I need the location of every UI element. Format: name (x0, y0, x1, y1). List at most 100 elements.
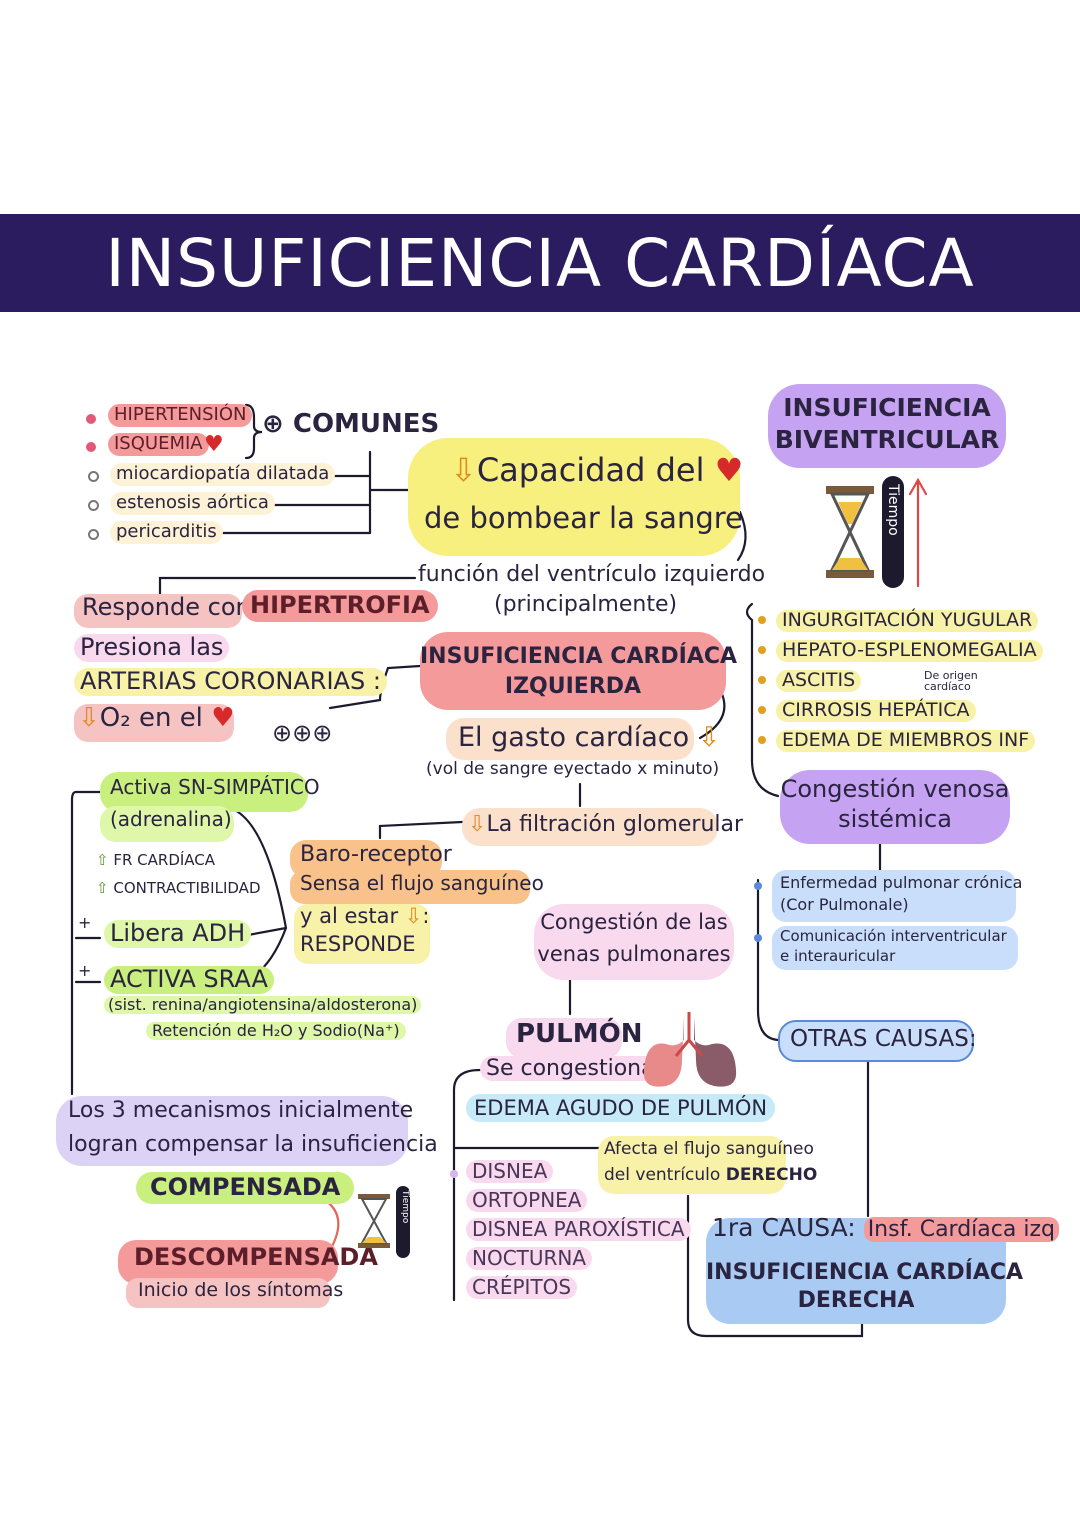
down-arrow-icon: ⇩ (450, 451, 477, 489)
comunicacion-line2: e interauricular (780, 947, 896, 965)
mechanisms-box (56, 1096, 408, 1166)
enfermedad-box (772, 870, 1016, 922)
bullet-circle (88, 529, 99, 540)
congestion-line2: venas pulmonares (537, 942, 731, 966)
plus-mark: + (78, 961, 92, 980)
simpatico-line2: (adrenalina) (110, 807, 232, 831)
contract-text: CONTRACTIBILIDAD (113, 879, 261, 897)
sign-edema: EDEMA DE MIEMBROS INF (776, 729, 1036, 752)
o2-label: ⇩O₂ en el ♥ (78, 703, 235, 734)
bullet-circle (88, 500, 99, 511)
common-brace (244, 403, 263, 460)
up-arrow-icon: ⇧ (96, 851, 109, 869)
origen-line1: De origen (924, 669, 978, 682)
hourglass-icon (358, 1194, 390, 1248)
gasto-label: El gasto cardíaco ⇩ (458, 722, 720, 753)
capacity-line2: de bombear la sangre (424, 501, 743, 535)
retencion: Retención de H₂O y Sodio(Na⁺) (146, 1021, 406, 1041)
congestion-box (534, 904, 734, 980)
bullet-dot (86, 442, 96, 452)
function-line2: (principalmente) (494, 592, 678, 617)
title-banner (0, 214, 1080, 312)
sign-cirrosis: CIRROSIS HEPÁTICA (776, 699, 976, 722)
derecha-line1: INSUFICIENCIA CARDÍACA (706, 1260, 1024, 1285)
biventricular-line2: BIVENTRICULAR (774, 425, 1000, 454)
capacity-text: Capacidad del (476, 451, 705, 489)
triple-plus: ⊕⊕⊕ (272, 719, 333, 747)
responde-label: Responde con: (82, 593, 259, 621)
up-arrow-icon: ⇧ (96, 879, 109, 897)
otras-causas-label: OTRAS CAUSAS: (790, 1026, 977, 1052)
baro-line2: Sensa el flujo sanguíneo (300, 871, 544, 895)
hipertrofia-label: HIPERTROFIA (242, 590, 438, 622)
tiempo-up-arrow (908, 477, 928, 588)
afecta-line2: del ventrículo DERECHO (604, 1165, 817, 1186)
libera-adh: Libera ADH (104, 919, 252, 948)
bullet-circle (88, 471, 99, 482)
contractibilidad: ⇧ CONTRACTIBILIDAD (96, 879, 261, 897)
heart-icon: ♥ (204, 432, 224, 457)
se-congestiona: Se congestiona (480, 1056, 661, 1082)
cause-pericarditis: pericarditis (110, 521, 223, 544)
sign-ascitis: ASCITIS (776, 669, 862, 692)
activa-sraa: ACTIVA SRAA (104, 965, 274, 994)
tiempo-label: Tiempo (400, 1190, 410, 1224)
gasto-box (446, 718, 694, 760)
o2-text: O₂ en el (99, 703, 203, 733)
otras-causas-box (778, 1020, 974, 1062)
afecta-to-derecha (686, 1194, 864, 1338)
function-line1: función del ventrículo izquierdo (418, 562, 766, 587)
biventricular-box (768, 384, 1006, 468)
symptom-nocturna: NOCTURNA (466, 1247, 593, 1270)
baro-line3-text: y al estar (300, 904, 399, 928)
izq-box (420, 632, 726, 710)
venosa-line2: sistémica (838, 805, 952, 833)
baro-response-box (294, 904, 430, 964)
causa-label: 1ra CAUSA: Insf. Cardíaca izq (712, 1213, 1059, 1243)
filtracion-text: La filtración glomerular (486, 812, 744, 837)
hourglass-icon (826, 486, 874, 578)
venosa-box (780, 770, 1010, 844)
symptom-disnea-paroxistica: DISNEA PAROXÍSTICA (466, 1218, 691, 1241)
izq-to-gasto (698, 692, 726, 740)
filtracion-box (462, 808, 718, 846)
pulmon-box (506, 1018, 622, 1058)
izq-line1: INSUFICIENCIA CARDÍACA (420, 644, 738, 669)
function-to-hipertrofia (158, 576, 417, 602)
tiempo-bar (396, 1186, 410, 1258)
filtracion-label: ⇩La filtración glomerular (468, 812, 743, 837)
cause-miocardiopatia: miocardiopatía dilatada (110, 463, 336, 486)
edema-agudo: EDEMA AGUDO DE PULMÓN (466, 1094, 776, 1123)
plus-mark: + (78, 913, 92, 932)
sign-dot (758, 646, 766, 654)
baro-line1: Baro-receptor (300, 842, 452, 867)
enfermedad-line2: (Cor Pulmonale) (780, 895, 909, 914)
baro-box2 (290, 870, 530, 904)
down-arrow-icon: ⇩ (78, 703, 100, 733)
fr-text: FR CARDÍACA (113, 851, 216, 869)
afecta-line2-text: del ventrículo (604, 1165, 721, 1185)
gasto-sub: (vol de sangre eyectado x minuto) (426, 759, 720, 779)
capacity-box (408, 438, 740, 556)
signs-connector (745, 602, 780, 798)
mechanisms-bracket (70, 790, 102, 1096)
descompensada-label: DESCOMPENSADA (134, 1243, 378, 1271)
sign-hepato: HEPATO-ESPLENOMEGALIA (776, 639, 1043, 662)
symptom-crepitos: CRÉPITOS (466, 1276, 578, 1299)
tiempo-bar (882, 476, 904, 588)
causes-bracket (756, 878, 782, 1042)
heart-icon: ♥ (714, 451, 744, 489)
common-label: ⊕ COMUNES (262, 409, 440, 440)
inicio-label: Inicio de los síntomas (138, 1279, 344, 1301)
common-text: COMUNES (292, 409, 440, 439)
capacity-arc (736, 510, 747, 562)
sign-ingurgitacion: INGURGITACIÓN YUGULAR (776, 609, 1039, 632)
heart-icon: ♥ (211, 703, 235, 733)
inicio-box (126, 1278, 330, 1308)
sraa-sub: (sist. renina/angiotensina/aldosterona) (104, 995, 422, 1015)
bullet-dot (86, 414, 96, 424)
sign-dot (758, 616, 766, 624)
mechanisms-ticks (74, 936, 102, 984)
enfermedad-line1: Enfermedad pulmonar crónica (780, 873, 1023, 892)
responde-box (74, 594, 242, 628)
